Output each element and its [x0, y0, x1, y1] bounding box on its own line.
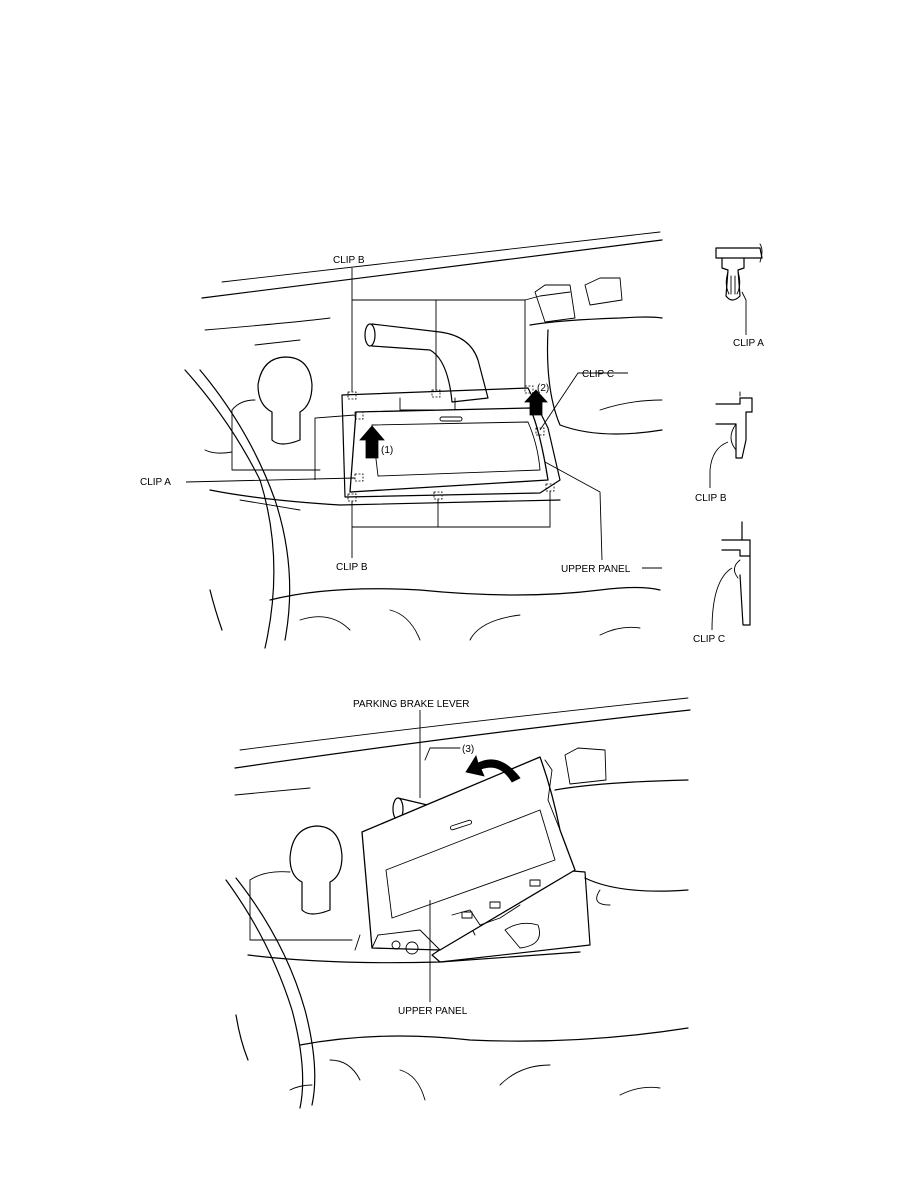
bottom-figure: PARKING BRAKE LEVER (3) UPPER PANEL — [225, 697, 691, 1109]
label-clip-a: CLIP A — [140, 477, 171, 488]
label-parking-brake-lever: PARKING BRAKE LEVER — [353, 699, 470, 710]
label-clip-c: CLIP C — [582, 369, 614, 380]
label-clip-a-detail: CLIP A — [733, 338, 764, 349]
label-upper-panel-bottom: UPPER PANEL — [398, 1006, 468, 1017]
upper-panel-tilted — [361, 756, 576, 951]
label-upper-panel-top: UPPER PANEL — [561, 564, 631, 575]
label-clip-c-detail: CLIP C — [693, 634, 725, 645]
label-step-1: (1) — [381, 445, 393, 456]
label-step-2: (2) — [537, 383, 549, 394]
up-arrow-icon — [359, 425, 385, 459]
up-arrow-icon — [524, 389, 548, 416]
rotate-arrow-icon — [465, 755, 521, 783]
label-clip-b-detail: CLIP B — [695, 493, 727, 504]
label-clip-b-top: CLIP B — [333, 255, 365, 266]
top-figure: CLIP B CLIP C CLIP A CLIP B UPPER PANEL … — [140, 231, 663, 649]
clip-c-detail: CLIP C — [693, 521, 751, 645]
label-clip-b-bottom: CLIP B — [336, 562, 368, 573]
clip-b-detail: CLIP B — [695, 391, 753, 504]
clip-details: CLIP A CLIP B CLIP C — [693, 243, 764, 645]
clip-a-detail: CLIP A — [715, 243, 764, 349]
label-step-3: (3) — [462, 744, 474, 755]
